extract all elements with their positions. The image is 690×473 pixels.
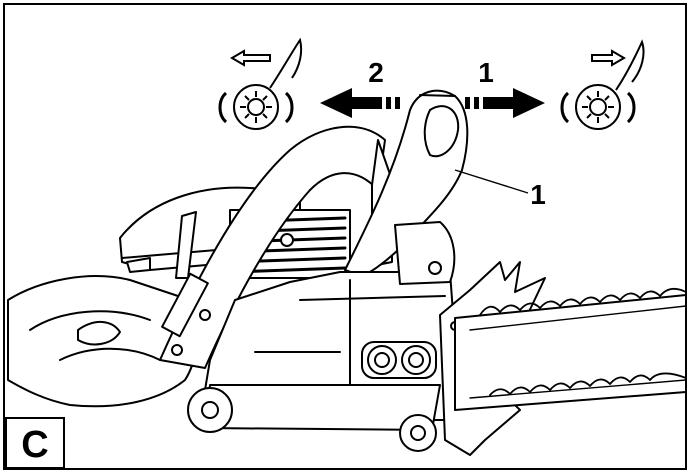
throttle-trigger [77, 321, 121, 346]
chain-brake-guard-edge [419, 94, 456, 97]
panel-letter-box [5, 417, 65, 469]
part-number-label: 1 [530, 179, 546, 210]
arrow-left-number: 2 [368, 57, 384, 88]
front-handle-bracket [161, 272, 209, 338]
bar-nut-2-inner [408, 352, 424, 368]
chain-upper [479, 287, 687, 316]
handle-screw-1 [280, 233, 294, 247]
front-handle [159, 125, 386, 369]
panel-letter: C [21, 424, 48, 466]
guide-bar-groove [469, 305, 687, 399]
stop-switch [126, 257, 151, 273]
arrow-right-icon [591, 49, 626, 67]
handle-screw-2 [199, 309, 211, 321]
part-leader-line [454, 169, 529, 194]
arrow-left-callout [320, 88, 400, 118]
rear-rim-hub [201, 401, 219, 419]
rear-handle-inner [29, 310, 151, 331]
handle-screw-3 [171, 344, 183, 356]
brake-engaged-icon [560, 39, 645, 130]
tensioner-screw [428, 261, 442, 275]
clutch-cover-line-3 [299, 295, 446, 301]
brake-released-icon [218, 37, 303, 130]
chain-tensioner-housing [394, 221, 456, 285]
chain-brake-guard-window [423, 105, 460, 158]
bar-nut-1-inner [374, 352, 390, 368]
arrow-right-callout [465, 88, 545, 118]
chainsaw-drawing [7, 89, 687, 456]
front-rim-hub [410, 425, 426, 441]
arrow-left-icon [230, 49, 271, 67]
rear-handle-grip [59, 347, 161, 361]
bar-nut-plate [361, 341, 437, 379]
chain-lower [489, 372, 687, 396]
arrow-right-number: 1 [478, 57, 494, 88]
